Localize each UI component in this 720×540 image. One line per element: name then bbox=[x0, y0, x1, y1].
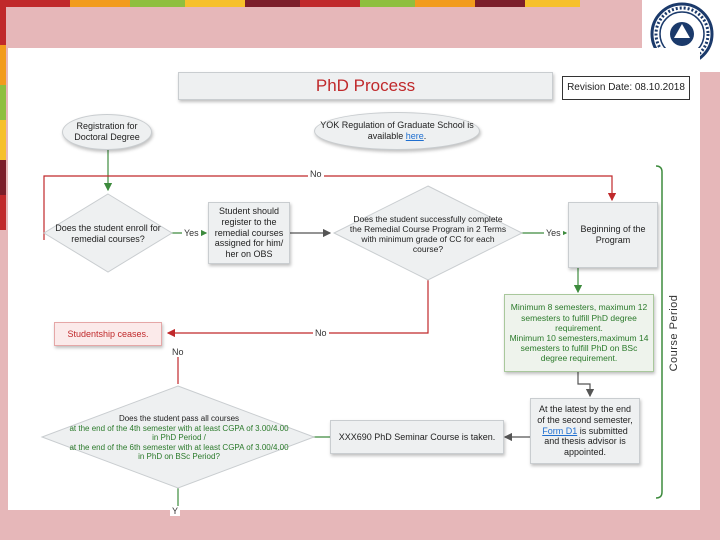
form-pre: At the latest by the end of the second s… bbox=[537, 404, 633, 425]
page-title: PhD Process bbox=[178, 72, 553, 100]
seminar-node: XXX690 PhD Seminar Course is taken. bbox=[330, 420, 504, 454]
semester-req-bsc: Minimum 10 semesters,maximum 14 semester… bbox=[509, 333, 649, 364]
complete-decision-shape bbox=[332, 185, 524, 281]
beginning-node: Beginning of the Program bbox=[568, 202, 658, 268]
left-color-stripe bbox=[0, 0, 6, 230]
edge-label-yes-1: Yes bbox=[182, 228, 201, 238]
yok-regulation-node: YOK Regulation of Graduate School is ava… bbox=[314, 112, 480, 150]
edge-label-no-top: No bbox=[308, 169, 324, 179]
course-period-label: Course Period bbox=[668, 294, 680, 372]
yok-end: . bbox=[423, 131, 427, 141]
form-d1-node: At the latest by the end of the second s… bbox=[530, 398, 640, 464]
pass-q-line2: at the end of the 4th semester with at l… bbox=[69, 423, 289, 443]
revision-date: Revision Date: 08.10.2018 bbox=[562, 76, 690, 100]
complete-question: Does the student successfully complete t… bbox=[349, 213, 507, 255]
pass-q-line1: Does the student pass all courses bbox=[118, 414, 240, 424]
remedial-decision-shape bbox=[43, 193, 173, 273]
top-color-stripe bbox=[0, 0, 580, 7]
form-d1-link[interactable]: Form D1 bbox=[542, 425, 578, 436]
register-remedial-node: Student should register to the remedial … bbox=[208, 202, 290, 264]
semester-req-phd: Minimum 8 semesters, maximum 12 semester… bbox=[510, 302, 648, 333]
semester-requirements-node: Minimum 8 semesters, maximum 12 semester… bbox=[504, 294, 654, 372]
studentship-ceases-node: Studentship ceases. bbox=[54, 322, 162, 346]
yok-text: YOK Regulation of Graduate School is ava… bbox=[320, 120, 474, 141]
remedial-question: Does the student enroll for remedial cou… bbox=[55, 223, 161, 244]
pass-q-line3: at the end of the 6th semester with at l… bbox=[69, 442, 289, 462]
edge-label-y-bottom: Y bbox=[170, 506, 181, 516]
form-post: is submitted and thesis advisor is appoi… bbox=[544, 425, 628, 458]
pass-question: Does the student pass all courses at the… bbox=[66, 408, 292, 468]
edge-label-no-mid: No bbox=[313, 328, 329, 338]
registration-node: Registration for Doctoral Degree bbox=[62, 114, 152, 150]
edge-label-no-left: No bbox=[170, 347, 186, 357]
pass-decision-shape bbox=[40, 385, 316, 489]
yok-here-link[interactable]: here bbox=[405, 131, 424, 141]
edge-label-yes-2: Yes bbox=[544, 228, 563, 238]
